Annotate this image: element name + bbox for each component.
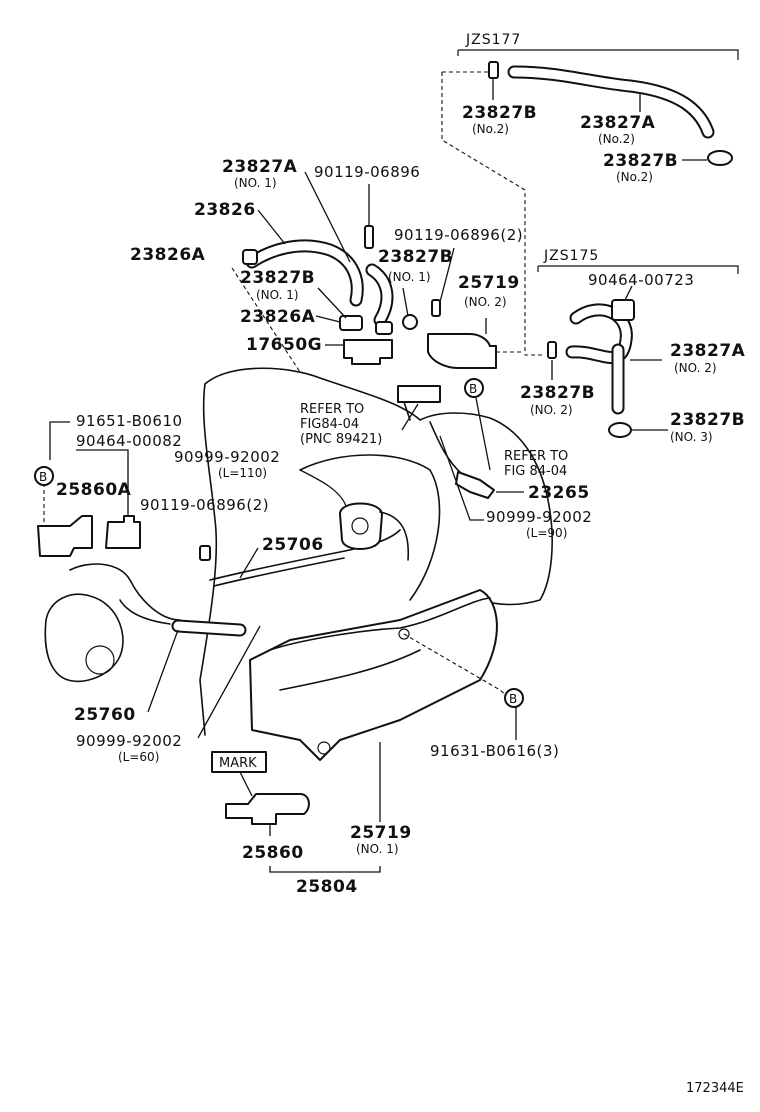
ref1-line3: (PNC 89421) [300, 432, 382, 447]
marker-b-bottom-label: B [509, 692, 517, 706]
callout-c25-part: 25706 [262, 535, 324, 555]
intake-plenum-icon [249, 589, 498, 761]
reference-notes: REFER TO FIG84-04 (PNC 89421) REFER TO F… [300, 402, 568, 479]
callout-c04-part: 23827A [222, 157, 298, 177]
callout-labels: 23827B (No.2) 23827A (No.2) 23827B (No.2… [56, 103, 746, 897]
ref1-line1: REFER TO [300, 402, 364, 417]
middle-left-parts [37, 421, 401, 739]
callout-c20-note: (L=110) [218, 466, 267, 480]
clip-no3-icon [608, 422, 632, 438]
callout-c28-part: 91631-B0616(3) [430, 742, 559, 760]
actuator-25706-icon [339, 502, 383, 550]
turbocharger-icon [44, 593, 124, 683]
ref1-line2: FIG84-04 [300, 417, 359, 432]
jzs177-header: JZS177 [465, 32, 521, 48]
jzs177-group: JZS177 [441, 32, 739, 356]
engine-block [44, 367, 553, 761]
jzs175-group: JZS175 [537, 248, 739, 438]
vacuum-tube-jzs175-icon [547, 341, 557, 359]
marker-b-bottom [504, 688, 524, 708]
callout-c10-note: (NO. 1) [256, 288, 299, 302]
callout-c11-note: (NO. 2) [464, 295, 507, 309]
callout-c06-part: 23826 [194, 200, 256, 220]
vsv-17650g-icon [343, 339, 393, 365]
mark-label: MARK [219, 756, 257, 771]
marker-b-top-label: B [469, 382, 477, 396]
bracket-icon [105, 515, 141, 549]
callout-c27-note: (L=60) [118, 750, 159, 764]
callout-c20-part: 90999-92002 [174, 448, 280, 466]
callout-c24-note: (L=90) [526, 526, 567, 540]
callout-c09-part: 23827B [378, 247, 453, 267]
callout-c16-part: 23827B [520, 383, 595, 403]
callout-c29-part: 25719 [350, 823, 412, 843]
callout-c15-part: 23827A [670, 341, 746, 361]
callout-c11-part: 25719 [458, 273, 520, 293]
jzs175-header: JZS175 [543, 248, 599, 264]
callout-c23-part: 23265 [528, 483, 590, 503]
callout-c01-note: (No.2) [472, 122, 509, 136]
center-right-parts [299, 385, 524, 561]
callout-c09-note: (NO. 1) [388, 270, 431, 284]
callout-c13-part: 17650G [246, 335, 322, 355]
callout-c29-note: (NO. 1) [356, 842, 399, 856]
callout-c26-part: 25760 [74, 705, 136, 725]
ref2-line1: REFER TO [504, 449, 568, 464]
marker-b-top [464, 378, 484, 398]
hose-clamp-icon [242, 249, 258, 265]
callout-c16-note: (NO. 2) [530, 403, 573, 417]
vsv-25719-no2-icon [427, 333, 497, 369]
callout-c01-part: 23827B [462, 103, 537, 123]
bolt-icon [364, 225, 374, 249]
ref2-line2: FIG 84-04 [504, 464, 567, 479]
callout-c03-note: (No.2) [616, 170, 653, 184]
callout-c17-note: (NO. 3) [670, 430, 713, 444]
marker-b-left-label: B [39, 470, 47, 484]
clamp-icon [611, 299, 635, 321]
mark-box [211, 751, 267, 773]
sensor-23265-icon [455, 471, 495, 499]
sensor-25860a-icon [37, 515, 93, 557]
callout-c30-part: 25860 [242, 843, 304, 863]
callout-c19-part: 90464-00082 [76, 432, 182, 450]
callout-c05-part: 90119-06896 [314, 163, 420, 181]
callout-c02-part: 23827A [580, 113, 656, 133]
callout-c22-part: 90119-06896(2) [140, 496, 269, 514]
callout-c31-part: 25804 [296, 877, 358, 897]
sensor-25860-icon [225, 793, 310, 825]
upper-left-cluster [231, 171, 524, 373]
callout-c18-part: 91651-B0610 [76, 412, 183, 430]
callout-c08-part: 23826A [130, 245, 206, 265]
callout-c04-note: (NO. 1) [234, 176, 277, 190]
callout-c02-note: (No.2) [598, 132, 635, 146]
callout-c03-part: 23827B [603, 151, 678, 171]
callout-c17-part: 23827B [670, 410, 745, 430]
clip-icon [707, 150, 733, 166]
callout-c07-part: 90119-06896(2) [394, 226, 523, 244]
callout-c14-part: 90464-00723 [588, 271, 694, 289]
marker-b-left [34, 466, 54, 486]
callout-c15-note: (NO. 2) [674, 361, 717, 375]
b-markers: B B B [34, 378, 524, 708]
bolt-left-icon [199, 545, 211, 561]
figure-id: 172344E [686, 1081, 744, 1096]
callout-c10-part: 23827B [240, 268, 315, 288]
callout-c27-part: 90999-92002 [76, 732, 182, 750]
vsv-upper-icon [397, 385, 441, 403]
callout-c24-part: 90999-92002 [486, 508, 592, 526]
callout-c21-part: 25860A [56, 480, 132, 500]
callout-c12-part: 23826A [240, 307, 316, 327]
vacuum-tube-small-icon [488, 61, 499, 79]
bottom-parts: MARK [211, 706, 517, 873]
